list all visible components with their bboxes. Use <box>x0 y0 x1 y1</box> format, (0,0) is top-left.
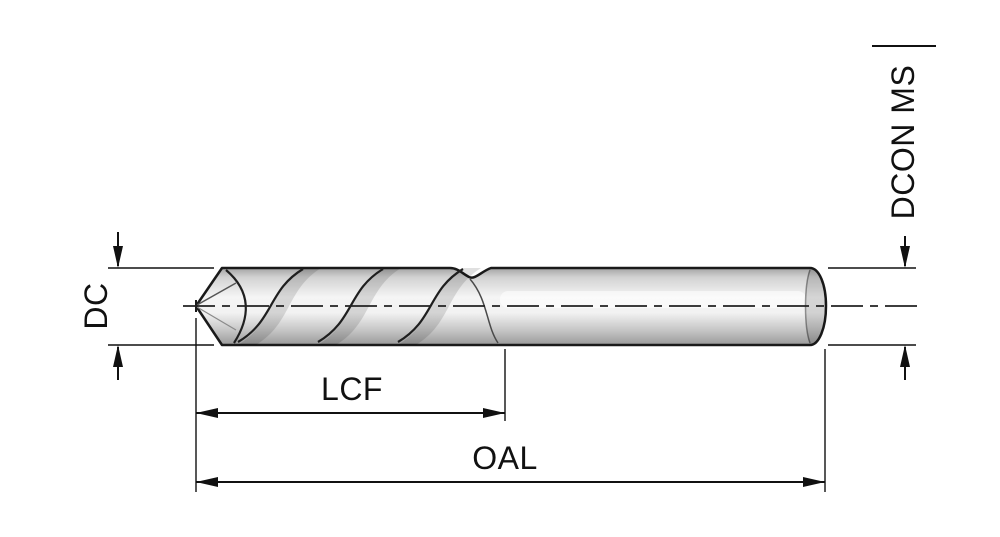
dcon-ms-label: DCON MS <box>885 65 921 220</box>
arrowhead-right <box>483 408 505 418</box>
arrowhead-up <box>113 345 123 367</box>
point-facet-line-lower <box>196 306 237 331</box>
shank-highlight <box>500 291 806 308</box>
dimension-oal: OAL <box>196 349 826 492</box>
arrowhead-up <box>900 345 910 367</box>
flute-line <box>237 268 304 343</box>
shank-end-cap <box>805 268 826 345</box>
oal-label: OAL <box>472 440 538 476</box>
arrowhead-left <box>196 408 218 418</box>
arrowhead-left <box>196 477 218 487</box>
dc-label: DC <box>78 282 114 329</box>
dimension-dc: DC <box>78 232 214 380</box>
point-facet-line-upper <box>196 282 237 306</box>
dimension-lcf: LCF <box>195 318 506 492</box>
dimension-dcon-ms: DCON MS <box>828 45 936 380</box>
flute-runout-line <box>469 278 499 344</box>
arrowhead-down <box>113 246 123 268</box>
arrowhead-down <box>900 246 910 268</box>
arrowhead-right <box>803 477 825 487</box>
lcf-label: LCF <box>321 371 383 407</box>
